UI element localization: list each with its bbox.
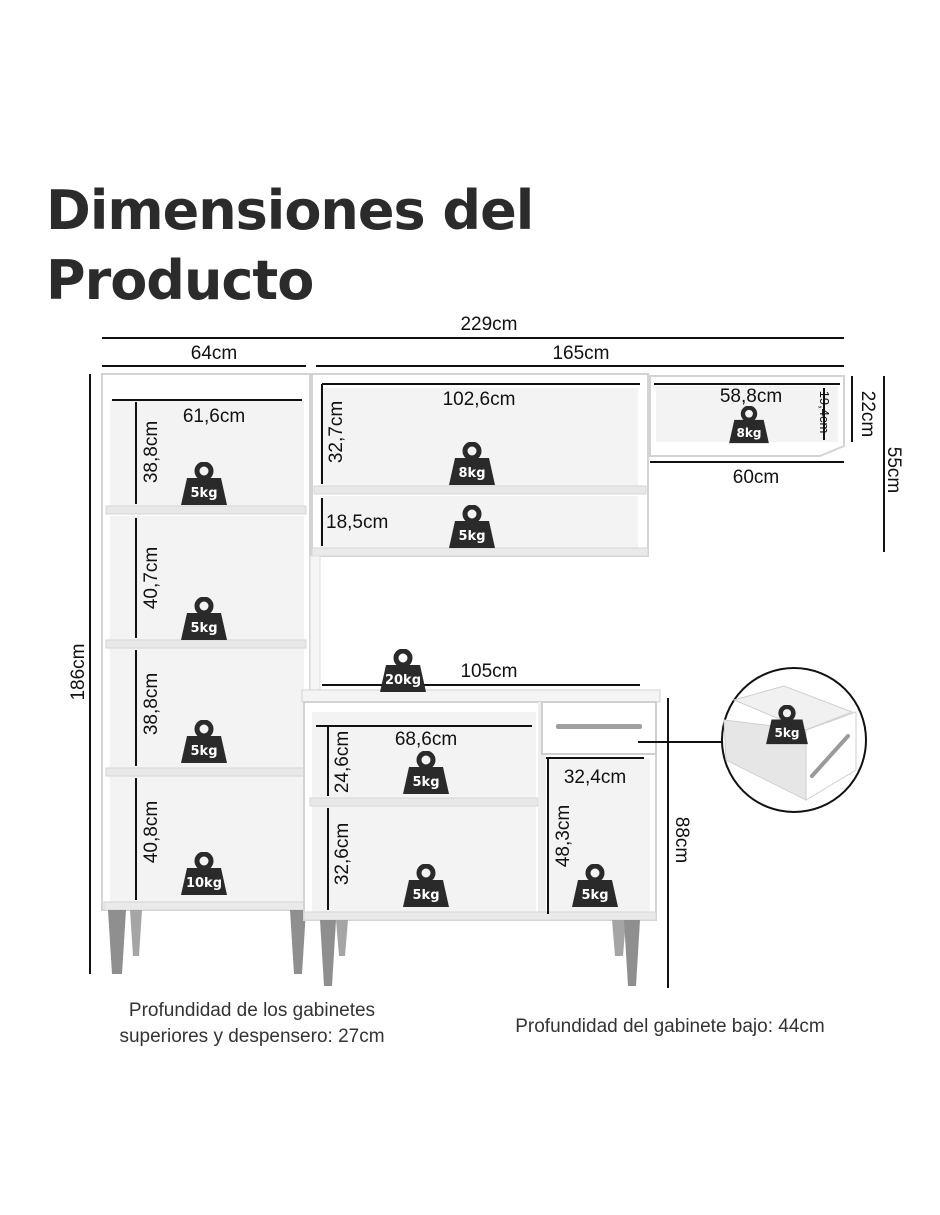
pantry-shelf-3-load: 5kg — [191, 744, 218, 759]
page-title: Dimensiones del Producto — [46, 176, 534, 316]
upper-total-height-label: 55cm — [883, 447, 904, 493]
drawer-load: 5kg — [775, 726, 800, 740]
lower-left-bottom-load: 5kg — [413, 888, 440, 903]
upper-depth-note-line-1: Profundidad de los gabinetes — [128, 1000, 376, 1021]
overall-height-label: 186cm — [68, 643, 89, 700]
dimension-lines — [89, 337, 885, 988]
pantry-shelf-3-height-label: 38,8cm — [141, 673, 162, 735]
upper-small-load: 8kg — [737, 426, 762, 440]
upper-depth-note-line-2: superiores y despensero: 27cm — [119, 1026, 385, 1047]
pantry-shelf-1-height-label: 38,8cm — [141, 421, 162, 483]
overall-width-label: 229cm — [460, 314, 517, 335]
pantry-shelf-2-height-label: 40,7cm — [141, 547, 162, 609]
pantry-shelf-4-load: 10kg — [186, 876, 222, 891]
lower-left-bottom-height-label: 32,6cm — [332, 823, 353, 885]
title-line-1: Dimensiones del — [46, 179, 534, 242]
lower-legs — [320, 920, 640, 986]
upper-small-inner-height-label: 19,4cm — [817, 391, 832, 434]
upper-main-inner-width-label: 102,6cm — [443, 389, 516, 410]
lower-left-top-height-label: 24,6cm — [332, 731, 353, 793]
countertop-width-label: 105cm — [460, 661, 517, 682]
lower-depth-note: Profundidad del gabinete bajo: 44cm — [470, 1014, 870, 1040]
lower-cabinet — [301, 689, 661, 986]
upper-bottom-height-label: 18,5cm — [326, 512, 388, 533]
upper-top-height-label: 32,7cm — [326, 401, 347, 463]
pantry-inner-width-label: 61,6cm — [183, 406, 245, 427]
lower-left-top-load: 5kg — [413, 775, 440, 790]
countertop-load: 20kg — [385, 673, 421, 688]
upper-small-height-label: 22cm — [857, 391, 878, 437]
lower-right-height-label: 48,3cm — [553, 805, 574, 867]
drawer — [541, 701, 657, 755]
upper-depth-note: Profundidad de los gabinetes superiores … — [70, 998, 434, 1050]
upper-bottom-load: 5kg — [459, 529, 486, 544]
upper-small-inner-width-label: 58,8cm — [720, 386, 782, 407]
pantry-legs — [108, 910, 306, 974]
lower-depth-note-text: Profundidad del gabinete bajo: 44cm — [515, 1016, 825, 1037]
lower-right-inner-width-label: 32,4cm — [564, 767, 626, 788]
pantry-shelf-1-load: 5kg — [191, 486, 218, 501]
weight-badges: 5kg 5kg 5kg 10kg 8kg 5kg 8kg 20kg 5kg 5k… — [181, 408, 808, 907]
dimension-labels: 229cm 64cm 165cm 61,6cm 102,6cm 58,8cm 6… — [68, 314, 904, 885]
upper-top-load: 8kg — [459, 466, 486, 481]
upper-total-width-label: 165cm — [552, 343, 609, 364]
lower-left-inner-width-label: 68,6cm — [395, 729, 457, 750]
lower-right-load: 5kg — [582, 888, 609, 903]
drawer-detail-callout — [638, 667, 867, 813]
pantry-width-label: 64cm — [191, 343, 237, 364]
upper-main-cabinet — [309, 373, 649, 691]
title-line-2: Producto — [46, 249, 314, 312]
pantry-shelf-2-load: 5kg — [191, 621, 218, 636]
pantry-shelf-4-height-label: 40,8cm — [141, 801, 162, 863]
upper-small-width-label: 60cm — [733, 467, 779, 488]
lower-height-label: 88cm — [671, 817, 692, 863]
